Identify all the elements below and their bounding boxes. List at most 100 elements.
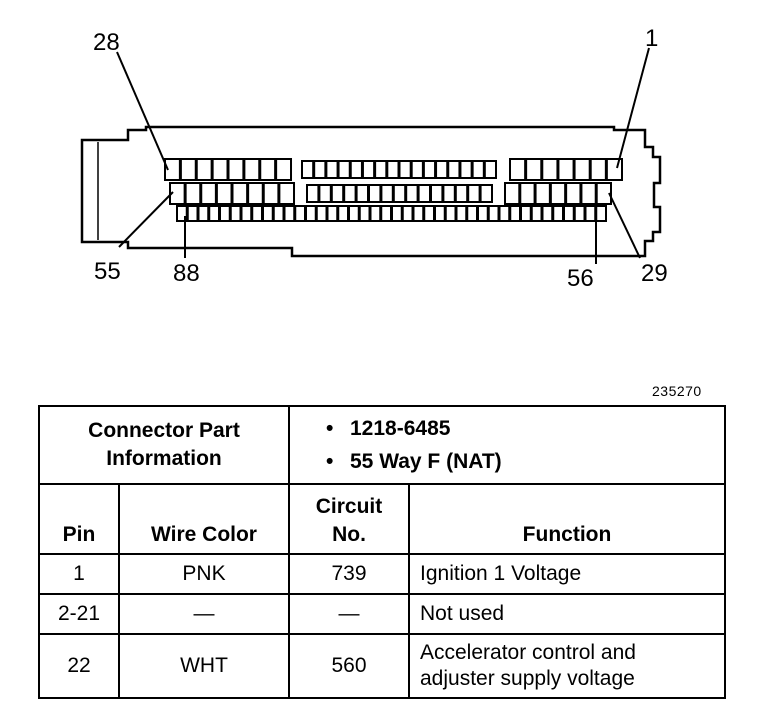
wire-color-cell: — (118, 593, 290, 635)
circuit-cell: 560 (288, 633, 410, 699)
bottom-row-cavity (315, 205, 328, 222)
bottom-row-cavity (208, 205, 220, 222)
top-row-right-cavity (557, 158, 575, 181)
pin-label-28: 28 (93, 29, 120, 56)
connector-info-table: Connector Part Information •1218-6485 •5… (38, 405, 726, 699)
top-row-middle-cavity (483, 160, 497, 179)
bottom-row-cavity (283, 205, 296, 222)
bottom-row-cavity (477, 205, 489, 222)
middle-row-middle-cavity (454, 184, 469, 203)
pin-label-29: 29 (641, 260, 668, 287)
top-row-left-cavity (275, 158, 293, 181)
top-row-right-cavity (525, 158, 543, 181)
pin-label-1: 1 (645, 25, 658, 52)
bottom-row-cavity (412, 205, 425, 222)
middle-row-middle-cavity (306, 184, 320, 203)
middle-row-left-cavity (215, 182, 233, 205)
part-number-item: •1218-6485 (326, 417, 451, 440)
header-row: Pin Wire Color Circuit No. Function (38, 483, 726, 555)
bottom-row-cavity (229, 205, 242, 222)
bottom-row-cavity (251, 205, 263, 222)
bottom-row-cavity (487, 205, 500, 222)
function-cell: Accelerator control and adjuster supply … (408, 633, 726, 699)
middle-row-middle-cavity (405, 184, 419, 203)
top-row-middle-cavity (374, 160, 388, 179)
circuit-cell: 739 (288, 553, 410, 595)
leader-28 (116, 51, 169, 171)
middle-row-left-cavity (247, 182, 264, 205)
top-row-middle-cavity (361, 160, 376, 179)
top-row-right-cavity (605, 158, 623, 181)
bottom-row-cavity (305, 205, 317, 222)
top-row-middle-cavity (313, 160, 327, 179)
bottom-row-cavity (509, 205, 521, 222)
top-row-left-cavity (179, 158, 197, 181)
middle-row-middle-cavity (417, 184, 432, 203)
pin-label-88: 88 (173, 260, 200, 287)
bottom-row-cavity (186, 205, 199, 222)
middle-row-middle-cavity (392, 184, 407, 203)
bottom-row-cavity (498, 205, 511, 222)
header-pin: Pin (38, 483, 120, 555)
table-row: 22 WHT 560 Accelerator control and adjus… (38, 633, 726, 699)
middle-row-right-cavity (549, 182, 567, 205)
connector-type-item: •55 Way F (NAT) (326, 450, 502, 473)
top-row-middle-cavity (398, 160, 412, 179)
top-row-middle-cavity (410, 160, 424, 179)
bottom-row-cavity (369, 205, 382, 222)
part-info-list: •1218-6485 •55 Way F (NAT) (288, 405, 726, 485)
top-row-middle-cavity (349, 160, 363, 179)
top-row-middle-cavity (471, 160, 485, 179)
middle-row-right-cavity (504, 182, 521, 205)
table-row: 1 PNK 739 Ignition 1 Voltage (38, 553, 726, 595)
middle-row-left-cavity (231, 182, 249, 205)
table-row: 2-21 — — Not used (38, 593, 726, 635)
middle-row-right-cavity (519, 182, 536, 205)
top-row-left-cavity (211, 158, 229, 181)
middle-row-right-cavity (534, 182, 551, 205)
part-info-label: Connector Part Information (38, 405, 290, 485)
pin-cell: 1 (38, 553, 120, 595)
middle-row-left-cavity (200, 182, 217, 205)
function-cell: Not used (408, 593, 726, 635)
wire-color-cell: WHT (118, 633, 290, 699)
top-row-middle-cavity (422, 160, 437, 179)
top-row-middle-cavity (301, 160, 315, 179)
bottom-row-cavity (240, 205, 253, 222)
pin-cell: 2-21 (38, 593, 120, 635)
top-row-left-cavity (259, 158, 277, 181)
top-row-middle-cavity (386, 160, 400, 179)
part-info-label-line2: Information (106, 447, 222, 470)
middle-row-middle-cavity (330, 184, 345, 203)
bottom-row-cavity (423, 205, 435, 222)
top-row-left-cavity (243, 158, 261, 181)
wire-color-cell: PNK (118, 553, 290, 595)
leader-29 (608, 192, 641, 259)
bottom-row-cavity (358, 205, 371, 222)
leader-1 (616, 47, 650, 169)
function-cell: Ignition 1 Voltage (408, 553, 726, 595)
top-row-middle-cavity (459, 160, 473, 179)
pin-cell: 22 (38, 633, 120, 699)
leader-55 (118, 191, 174, 248)
middle-row-left-cavity (278, 182, 296, 205)
bottom-row-cavity (434, 205, 446, 222)
top-row-left-cavity (227, 158, 245, 181)
bottom-row-cavity (444, 205, 457, 222)
bottom-row-cavity (595, 205, 607, 222)
top-row-right-cavity (541, 158, 559, 181)
top-row-middle-cavity (435, 160, 449, 179)
bottom-row-cavity (391, 205, 403, 222)
bottom-row-cavity (563, 205, 575, 222)
middle-row-middle-cavity (355, 184, 370, 203)
part-info-row: Connector Part Information •1218-6485 •5… (38, 405, 726, 485)
bottom-row-cavity (401, 205, 414, 222)
bottom-row-cavity (541, 205, 554, 222)
part-info-label-line1: Connector Part (88, 419, 240, 442)
top-row-left-cavity (164, 158, 181, 181)
middle-row-left-cavity (169, 182, 186, 205)
bottom-row-cavity (337, 205, 349, 222)
connector-diagram: 28 1 55 88 56 29 (80, 25, 668, 292)
top-row-right-cavity (573, 158, 591, 181)
middle-row-left-cavity (184, 182, 202, 205)
